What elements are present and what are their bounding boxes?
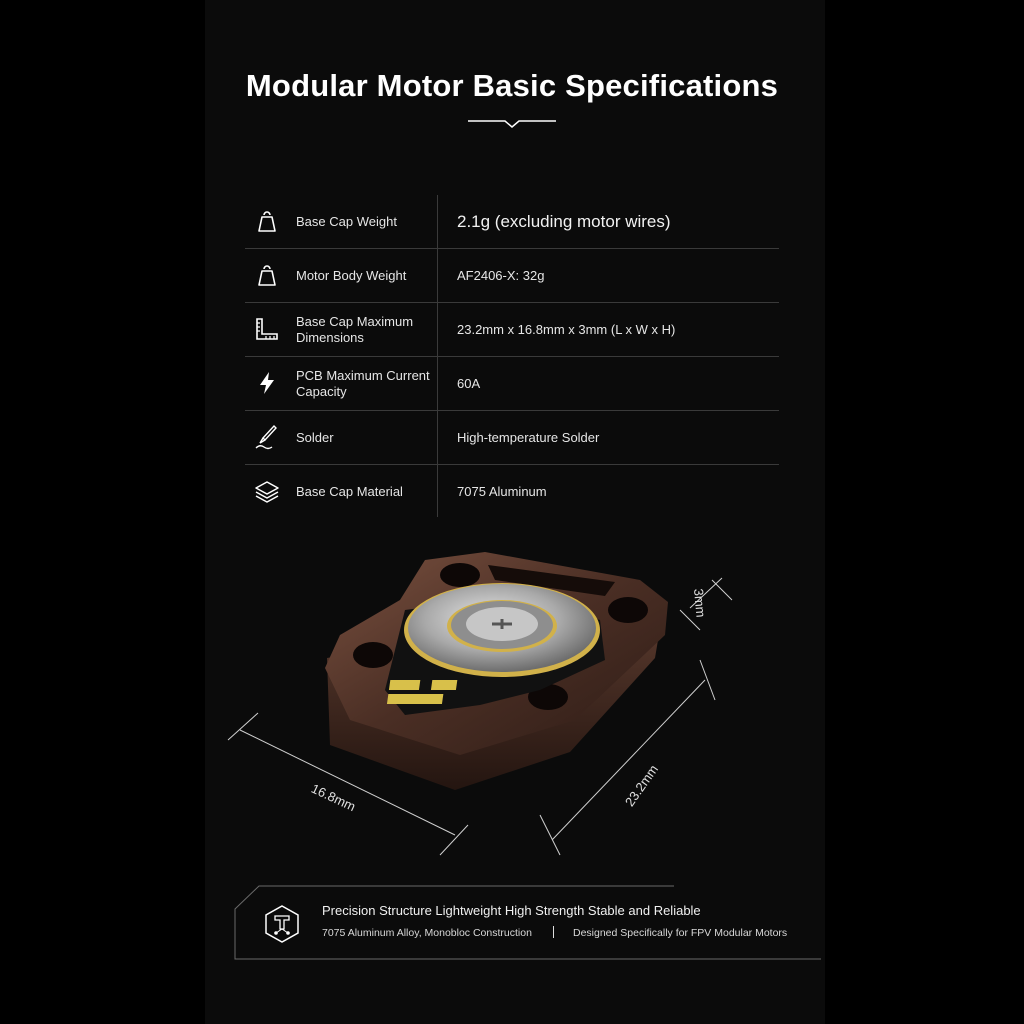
- title-underline-chevron: [468, 120, 556, 128]
- spec-row-base-cap-weight: Base Cap Weight 2.1g (excluding motor wi…: [245, 195, 779, 249]
- spec-row-solder: Solder High-temperature Solder: [245, 411, 779, 465]
- weight-icon: [258, 211, 276, 232]
- footer-subtext-right: Designed Specifically for FPV Modular Mo…: [573, 927, 788, 939]
- spec-value: 2.1g (excluding motor wires): [457, 211, 671, 231]
- spec-label: Base Cap Weight: [296, 213, 397, 229]
- spec-label: Base Cap Maximum Dimensions: [296, 313, 414, 345]
- spec-value: 23.2mm x 16.8mm x 3mm (L x W x H): [457, 322, 676, 337]
- weight-icon: [258, 265, 276, 286]
- footer-frame: [234, 885, 821, 960]
- spec-label: Base Cap Material: [296, 483, 403, 499]
- spec-row-dimensions: Base Cap Maximum Dimensions 23.2mm x 16.…: [245, 303, 779, 357]
- footer-separator: [553, 926, 554, 938]
- spec-label: PCB Maximum Current Capacity: [296, 367, 430, 399]
- spec-value: 7075 Aluminum: [457, 484, 547, 499]
- footer-subtext-left: 7075 Aluminum Alloy, Monobloc Constructi…: [322, 927, 532, 939]
- base-cap-product-image: [325, 552, 668, 790]
- ruler-square-icon: [256, 318, 278, 340]
- dimension-height-label: 3mm: [691, 588, 709, 619]
- page-title: Modular Motor Basic Specifications: [245, 68, 779, 103]
- spec-row-pcb-current: PCB Maximum Current Capacity 60A: [245, 357, 779, 411]
- soldering-iron-icon: [255, 424, 277, 450]
- spec-row-motor-body-weight: Motor Body Weight AF2406-X: 32g: [245, 249, 779, 303]
- lightning-icon: [260, 372, 274, 394]
- footer-headline: Precision Structure Lightweight High Str…: [322, 903, 701, 918]
- spec-label: Solder: [296, 429, 334, 445]
- spec-label: Motor Body Weight: [296, 267, 407, 283]
- spec-value: AF2406-X: 32g: [457, 268, 545, 283]
- structure-badge-icon: [265, 905, 299, 943]
- content-panel: [205, 0, 825, 1024]
- spec-value: High-temperature Solder: [457, 430, 600, 445]
- layers-icon: [255, 481, 279, 503]
- spec-row-material: Base Cap Material 7075 Aluminum: [245, 465, 779, 518]
- spec-table: Base Cap Weight 2.1g (excluding motor wi…: [245, 195, 779, 518]
- spec-value: 60A: [457, 376, 481, 391]
